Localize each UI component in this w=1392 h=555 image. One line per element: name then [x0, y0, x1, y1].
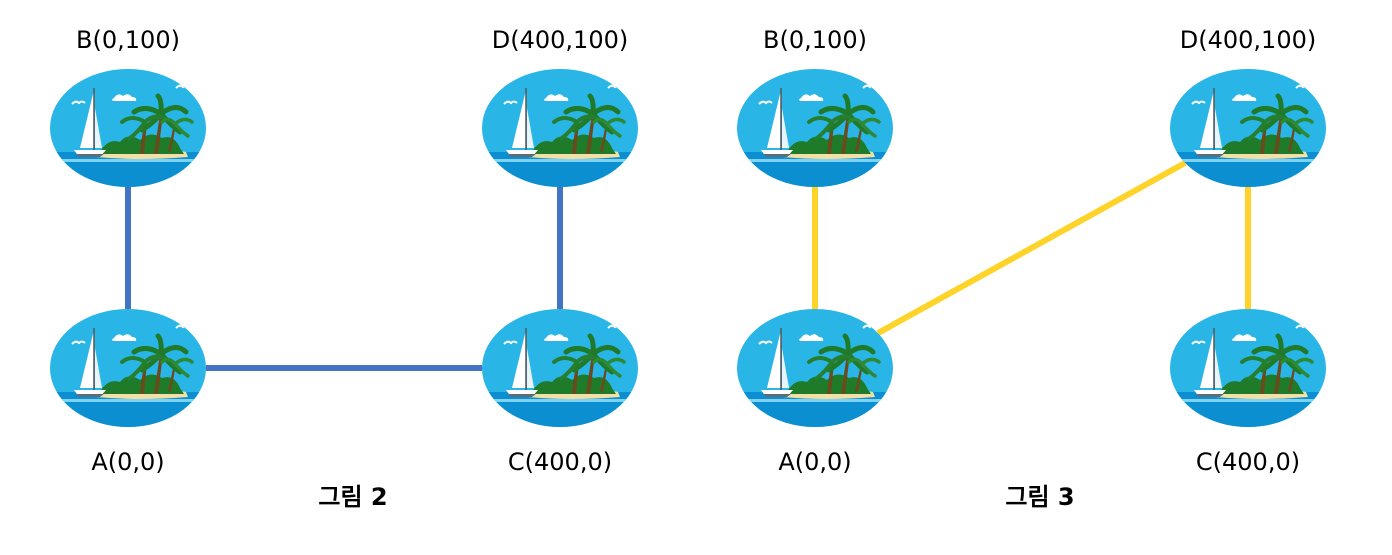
- island-icon: [480, 309, 640, 432]
- node-label-b: B(0,100): [763, 26, 867, 54]
- island-icon: [1168, 309, 1328, 432]
- island-icon: [1168, 69, 1328, 192]
- node-label-c: C(400,0): [508, 448, 612, 476]
- island-icon: [480, 69, 640, 192]
- node-label-c: C(400,0): [1196, 448, 1300, 476]
- island-icon: [48, 69, 208, 192]
- node-label-d: D(400,100): [492, 26, 628, 54]
- node-label-a: A(0,0): [91, 448, 164, 476]
- island-icon: [735, 309, 895, 432]
- figure-caption: 그림 3: [1005, 483, 1074, 511]
- node-label-a: A(0,0): [778, 448, 851, 476]
- node-label-b: B(0,100): [76, 26, 180, 54]
- island-icon: [735, 69, 895, 192]
- figure-caption: 그림 2: [318, 483, 387, 511]
- node-label-d: D(400,100): [1180, 26, 1316, 54]
- edge-A-D: [876, 160, 1187, 336]
- island-icon: [48, 309, 208, 432]
